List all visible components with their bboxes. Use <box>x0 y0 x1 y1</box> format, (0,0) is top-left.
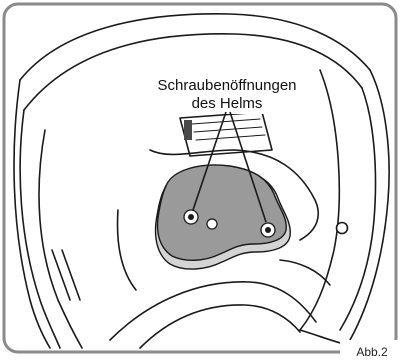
screw-hole-left <box>184 210 198 224</box>
figure-caption: Abb.2 <box>356 345 388 359</box>
callout-line-2: des Helms <box>192 95 263 112</box>
pad-center-hole <box>207 219 217 229</box>
right-rivet <box>337 223 348 234</box>
callout-line-1: Schraubenöffnungen <box>157 77 296 94</box>
screw-hole-right <box>261 223 275 237</box>
